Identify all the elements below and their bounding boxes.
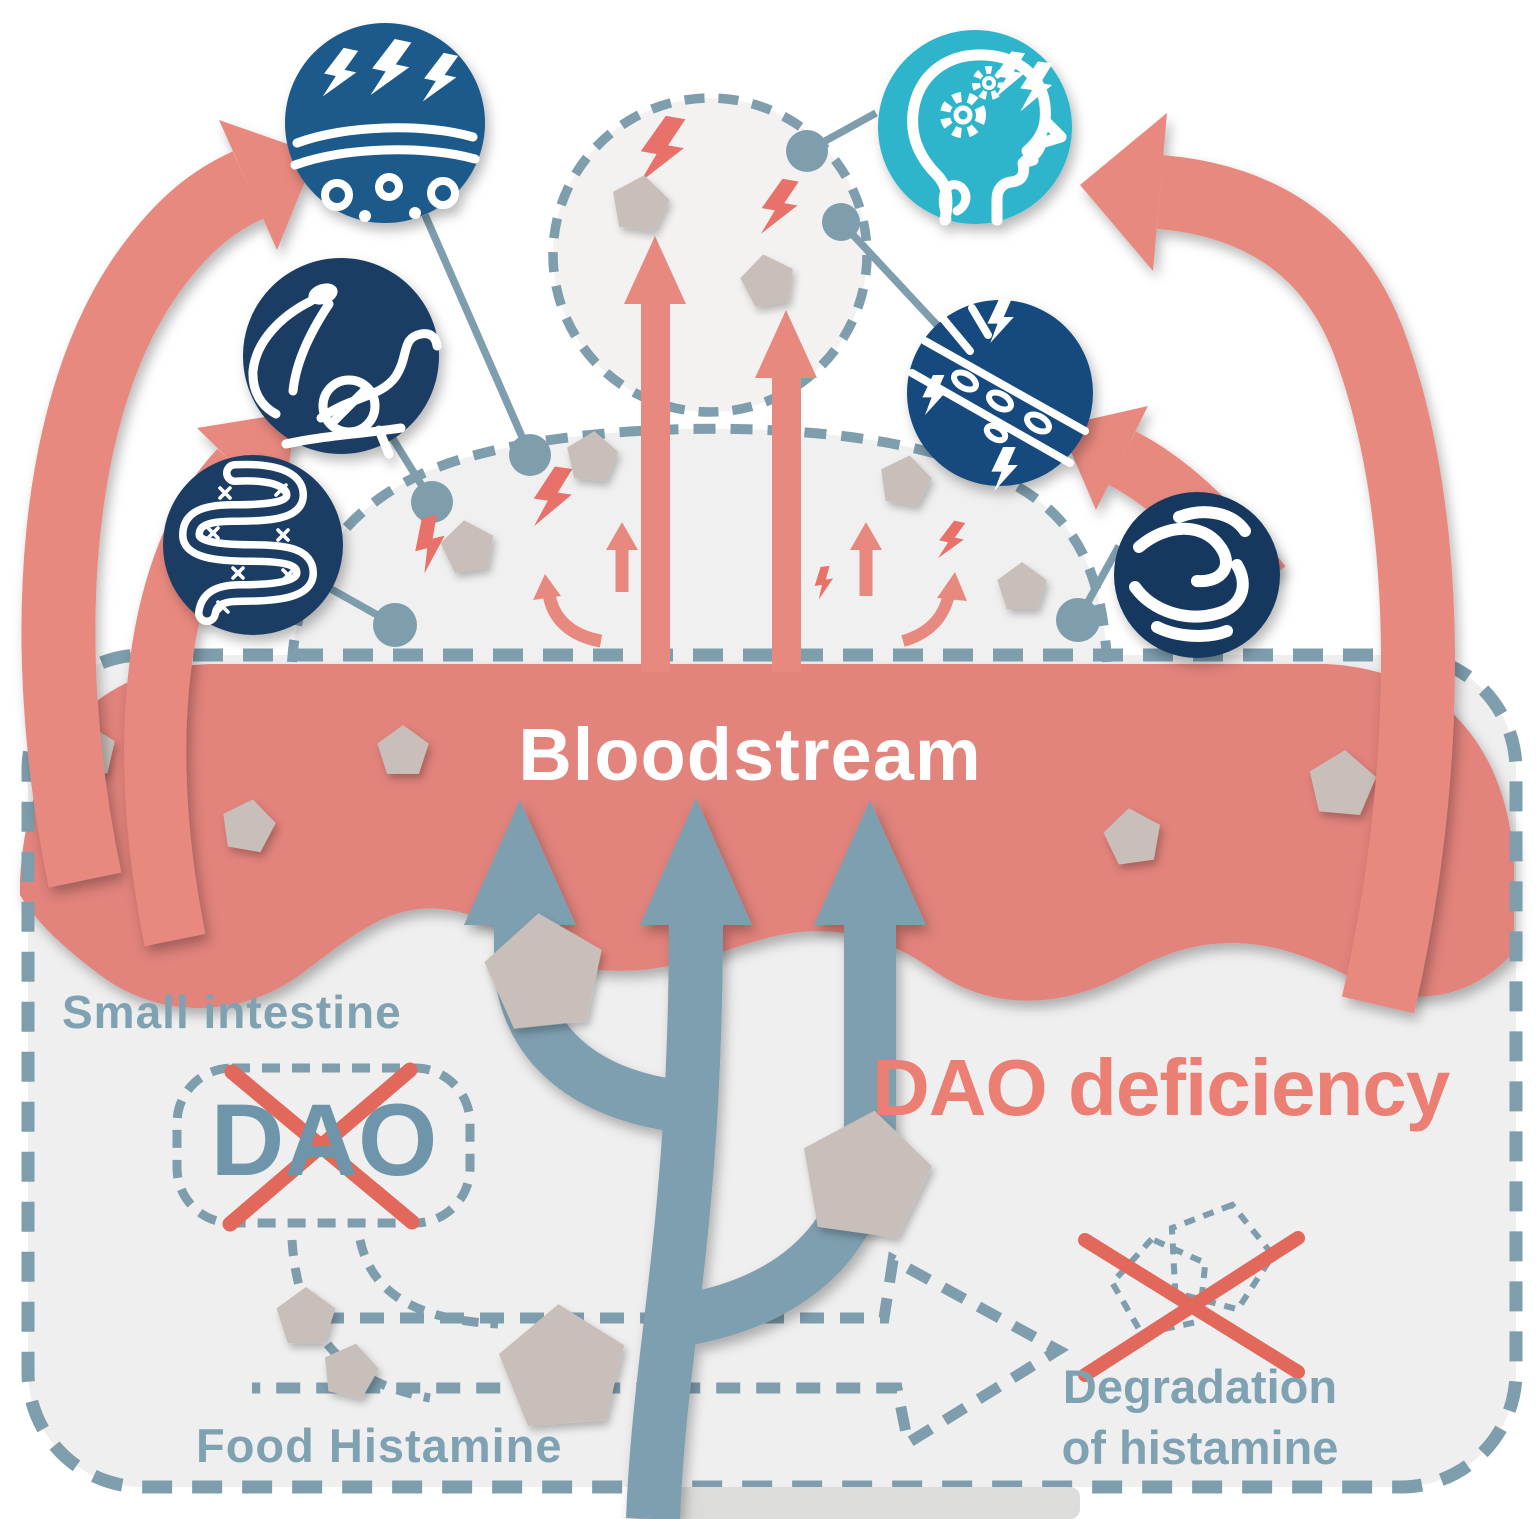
intestine-damage-icon <box>163 455 343 635</box>
connector-dots <box>373 130 1100 647</box>
bottom-cut-shape <box>630 1487 1080 1519</box>
muscle-pain-icon <box>243 258 442 459</box>
dao-deficiency-title: DAO deficiency <box>872 1043 1450 1132</box>
degradation-line2: of histamine <box>1061 1421 1339 1475</box>
degradation-label: Degradation of histamine <box>1000 1356 1400 1478</box>
intestinal-cramp-icon <box>1114 492 1280 658</box>
blood-vessel-icon <box>907 299 1093 491</box>
dao-enzyme-label: DAO <box>210 1083 438 1197</box>
histamine-rise-arrows <box>624 236 817 672</box>
bloodstream-label: Bloodstream <box>518 713 982 796</box>
degradation-line1: Degradation <box>1062 1360 1338 1413</box>
release-mini-arrows <box>533 522 967 648</box>
headache-brain-icon <box>878 30 1072 226</box>
small-intestine-label: Small intestine <box>62 986 402 1038</box>
arrow-to-brain <box>1080 113 1167 271</box>
food-histamine-label: Food Histamine <box>196 1419 563 1472</box>
dao-cross-icon <box>222 1062 420 1232</box>
dao-enzyme-box <box>172 1063 475 1228</box>
degradation-cross-icon <box>1078 1231 1305 1382</box>
skin-reaction-icon <box>285 23 485 223</box>
blocked-degradation-arrow <box>252 1251 1069 1452</box>
